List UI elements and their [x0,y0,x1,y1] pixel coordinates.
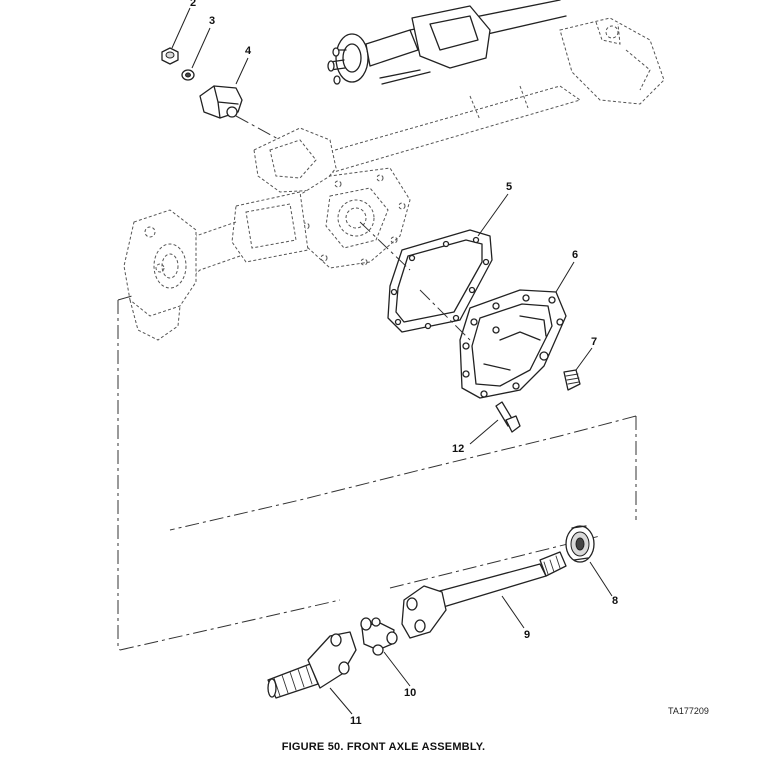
figure-caption: FIGURE 50. FRONT AXLE ASSEMBLY. [281,741,486,753]
part-10-u-joint [360,617,398,656]
callouts: 2 3 4 5 6 7 8 9 10 11 12 [190,0,618,727]
part-7-plug [563,369,581,391]
callout-11: 11 [350,715,362,727]
part-11-outer-shaft [267,631,357,699]
part-4-clamp [199,85,243,119]
part-2-nut [161,47,179,65]
part-5-gasket [387,229,493,333]
part-9-axle-shaft [401,551,567,639]
callout-12: 12 [452,443,464,455]
centerline-upper [235,115,281,141]
leader-lines [171,7,613,715]
ta-code: TA177209 [668,706,709,716]
part-3-washer [181,69,195,81]
callout-9: 9 [524,629,530,641]
callout-5: 5 [506,181,512,193]
part-8-bearing [565,525,595,563]
centerline-gasket [359,221,471,341]
callout-3: 3 [209,15,215,27]
upper-axle-assembly [327,0,665,105]
callout-10: 10 [404,687,416,699]
part-12-bolt [495,401,521,433]
callout-8: 8 [612,595,618,607]
callout-6: 6 [572,249,578,261]
callout-2: 2 [190,0,196,9]
callout-4: 4 [245,45,252,57]
callout-7: 7 [591,336,597,348]
assembly-envelope [117,295,637,651]
part-6-cover [459,289,567,399]
